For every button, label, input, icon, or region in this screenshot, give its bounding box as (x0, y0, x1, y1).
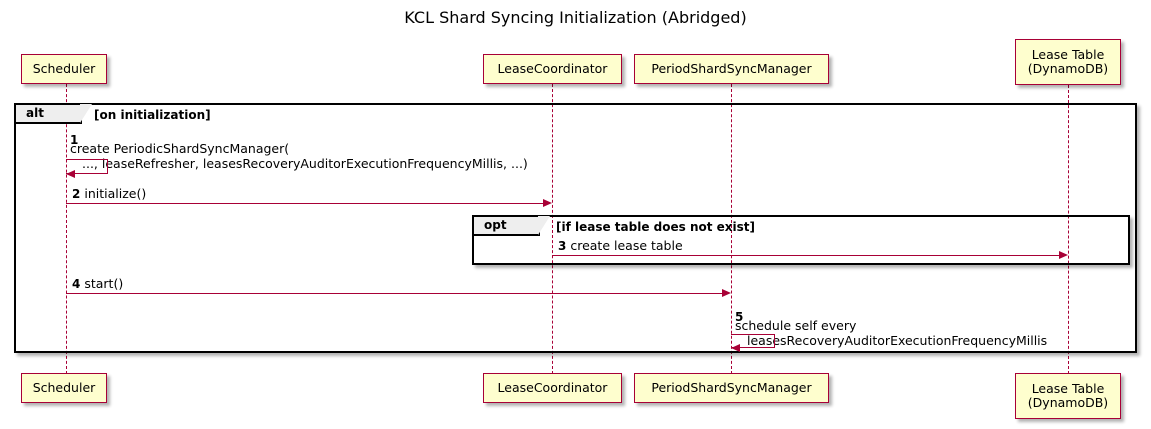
participant-leasetable-top[interactable]: Lease Table (DynamoDB) (1015, 39, 1121, 85)
message-1-number: 1 (70, 133, 79, 147)
message-5-line1: schedule self every (735, 318, 857, 333)
lifeline-periodshardsyncmanager (731, 84, 732, 374)
participant-scheduler-bottom[interactable]: Scheduler (21, 373, 107, 403)
participant-label: Scheduler (32, 61, 96, 76)
message-4-label: 4 start() (72, 276, 123, 292)
participant-scheduler-top[interactable]: Scheduler (21, 54, 107, 84)
message-1-arrowhead (66, 169, 75, 178)
participant-sublabel: (DynamoDB) (1027, 395, 1109, 410)
fragment-opt-operator: opt (474, 216, 550, 236)
message-2-number: 2 (72, 187, 81, 201)
message-3-arrowhead (1059, 250, 1068, 259)
message-2-label: 2 initialize() (72, 186, 146, 202)
message-3-text: create lease table (570, 238, 683, 253)
fragment-opt (472, 215, 1130, 265)
message-5-self-loop (731, 334, 775, 348)
message-1-text: create PeriodicShardSyncManager( ..., le… (70, 141, 528, 171)
fragment-alt (14, 103, 1137, 353)
participant-sublabel: (DynamoDB) (1027, 61, 1109, 76)
participant-label: LeaseCoordinator (497, 380, 608, 395)
message-5-line2: leasesRecoveryAuditorExecutionFrequencyM… (747, 333, 1048, 348)
lifeline-leasecoordinator (552, 84, 553, 374)
message-5-number: 5 (735, 310, 744, 324)
participant-label: PeriodShardSyncManager (651, 61, 812, 76)
lifeline-scheduler (66, 84, 67, 374)
participant-periodshardsyncmanager-top[interactable]: PeriodShardSyncManager (634, 54, 829, 84)
participant-label: Lease Table (1031, 47, 1105, 62)
message-4-line (66, 293, 723, 294)
message-2-line (66, 203, 544, 204)
message-3-number: 3 (558, 239, 567, 253)
participant-periodshardsyncmanager-bottom[interactable]: PeriodShardSyncManager (634, 373, 829, 403)
participant-leasetable-bottom[interactable]: Lease Table (DynamoDB) (1015, 373, 1121, 419)
participant-label: Lease Table (1031, 381, 1105, 396)
fragment-alt-guard: [on initialization] (94, 108, 211, 122)
message-3-label: 3 create lease table (558, 238, 683, 254)
fragment-opt-guard: [if lease table does not exist] (556, 220, 756, 234)
participant-leasecoordinator-bottom[interactable]: LeaseCoordinator (483, 373, 622, 403)
message-1-line2: ..., leaseRefresher, leasesRecoveryAudit… (82, 156, 528, 171)
fragment-alt-operator: alt (16, 104, 92, 124)
message-4-number: 4 (72, 277, 81, 291)
message-4-text: start() (84, 276, 124, 291)
message-2-text: initialize() (84, 186, 147, 201)
message-1-self-loop (66, 159, 108, 174)
participant-label: Scheduler (32, 380, 96, 395)
message-2-arrowhead (543, 198, 552, 207)
message-4-arrowhead (722, 288, 731, 297)
message-1-label: 1 create PeriodicShardSyncManager( ..., … (70, 126, 528, 171)
lifeline-leasetable (1068, 85, 1069, 374)
message-1-line1: create PeriodicShardSyncManager( (70, 141, 290, 156)
message-5-label: 5 schedule self every leasesRecoveryAudi… (735, 303, 1135, 348)
message-5-arrowhead (731, 343, 740, 352)
message-3-line (552, 255, 1060, 256)
message-5-text: schedule self every leasesRecoveryAudito… (735, 318, 1135, 348)
diagram-title: KCL Shard Syncing Initialization (Abridg… (404, 8, 747, 27)
participant-label: PeriodShardSyncManager (651, 380, 812, 395)
participant-leasecoordinator-top[interactable]: LeaseCoordinator (483, 54, 622, 84)
participant-label: LeaseCoordinator (497, 61, 608, 76)
